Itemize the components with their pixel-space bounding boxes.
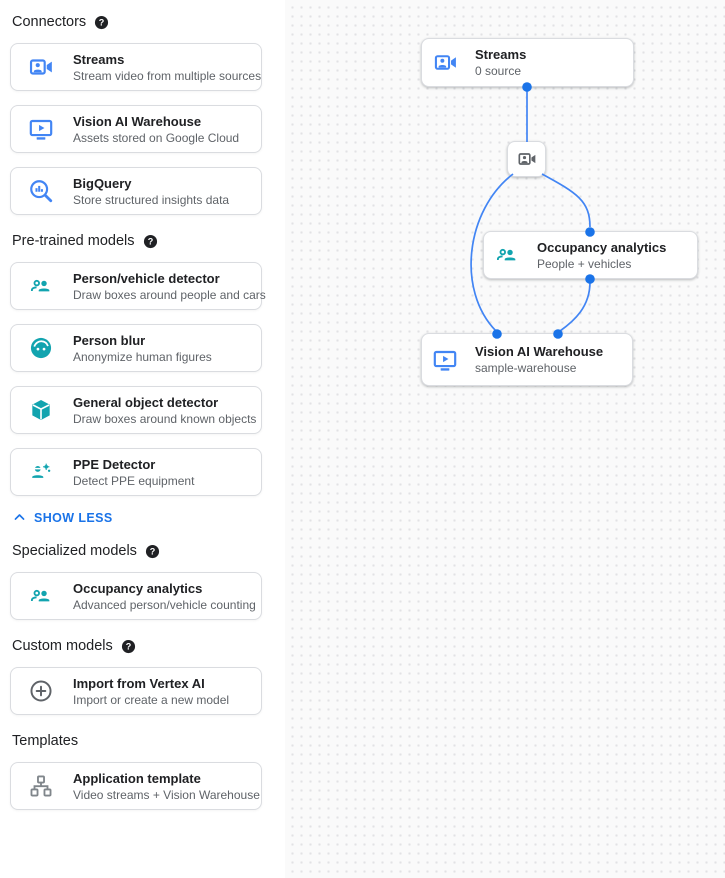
card-subtitle: Draw boxes around people and cars (73, 287, 266, 302)
help-icon[interactable] (143, 234, 158, 249)
section-title-specialized: Specialized models (12, 543, 262, 559)
card-title: General object detector (73, 394, 219, 410)
component-sidebar: Connectors Streams Stream video from mul… (0, 0, 285, 878)
card-title: Person blur (73, 332, 146, 348)
face-icon (28, 335, 54, 361)
section-title-label: Specialized models (12, 543, 137, 559)
model-card-ppe-detector[interactable]: PPE Detector Detect PPE equipment (10, 448, 262, 496)
graph-edges (470, 82, 595, 339)
help-icon[interactable] (121, 639, 136, 654)
section-title-label: Templates (12, 733, 79, 749)
section-title-label: Pre-trained models (12, 233, 135, 249)
model-card-import-vertex[interactable]: Import from Vertex AI Import or create a… (10, 667, 262, 715)
graph-node-stream-processor[interactable] (507, 141, 546, 177)
card-subtitle: Store structured insights data (73, 192, 230, 207)
monitor-play-icon (28, 116, 54, 142)
plus-circle-icon (28, 678, 54, 704)
edge-occupancy-to-warehouse (559, 281, 591, 332)
graph-node-occupancy[interactable]: Occupancy analytics People + vehicles (483, 231, 698, 279)
graph-node-streams[interactable]: Streams 0 source (421, 38, 634, 87)
tree-schema-icon (28, 773, 54, 799)
card-subtitle: Assets stored on Google Cloud (73, 130, 240, 145)
card-subtitle: Import or create a new model (73, 692, 230, 707)
connector-card-bigquery[interactable]: BigQuery Store structured insights data (10, 167, 262, 215)
model-card-person-vehicle[interactable]: Person/vehicle detector Draw boxes aroun… (10, 262, 266, 310)
card-title: Person/vehicle detector (73, 270, 220, 286)
card-subtitle: Anonymize human figures (73, 349, 212, 364)
chevron-up-icon (12, 510, 27, 525)
node-subtitle: sample-warehouse (475, 361, 577, 375)
people-icon (28, 583, 54, 609)
card-subtitle: Video streams + Vision Warehouse (73, 787, 260, 802)
people-icon (28, 273, 54, 299)
model-card-person-blur[interactable]: Person blur Anonymize human figures (10, 324, 262, 372)
connector-card-streams[interactable]: Streams Stream video from multiple sourc… (10, 43, 262, 91)
section-title-templates: Templates (12, 733, 262, 749)
show-less-button[interactable]: SHOW LESS (12, 510, 262, 525)
node-title: Streams (475, 47, 527, 62)
card-title: Import from Vertex AI (73, 675, 205, 691)
help-icon[interactable] (145, 544, 160, 559)
card-title: BigQuery (73, 175, 132, 191)
card-title: Application template (73, 770, 201, 786)
section-title-connectors: Connectors (12, 14, 262, 30)
connector-card-warehouse[interactable]: Vision AI Warehouse Assets stored on Goo… (10, 105, 262, 153)
people-icon (494, 242, 520, 268)
video-camera-icon (514, 146, 540, 172)
edge-processor-to-occupancy (541, 173, 591, 228)
card-subtitle: Draw boxes around known objects (73, 411, 257, 426)
card-subtitle: Advanced person/vehicle counting (73, 597, 256, 612)
monitor-play-icon (432, 347, 458, 373)
ppe-person-icon (28, 459, 54, 485)
help-icon[interactable] (94, 15, 109, 30)
cube-icon (28, 397, 54, 423)
card-title: Streams (73, 51, 125, 67)
model-card-object-detector[interactable]: General object detector Draw boxes aroun… (10, 386, 262, 434)
node-title: Vision AI Warehouse (475, 344, 604, 359)
node-subtitle: People + vehicles (537, 256, 632, 271)
video-camera-icon (28, 54, 54, 80)
bigquery-search-icon (28, 178, 54, 204)
template-card-application[interactable]: Application template Video streams + Vis… (10, 762, 262, 810)
video-camera-icon (432, 50, 458, 76)
model-card-occupancy[interactable]: Occupancy analytics Advanced person/vehi… (10, 572, 262, 620)
card-title: Vision AI Warehouse (73, 113, 202, 129)
section-title-pretrained: Pre-trained models (12, 233, 262, 249)
section-title-label: Connectors (12, 14, 87, 30)
card-title: PPE Detector (73, 456, 156, 472)
graph-node-warehouse[interactable]: Vision AI Warehouse sample-warehouse (421, 333, 633, 386)
card-subtitle: Stream video from multiple sources (73, 68, 262, 83)
card-subtitle: Detect PPE equipment (73, 473, 195, 488)
node-title: Occupancy analytics (537, 239, 667, 255)
graph-canvas[interactable]: Streams 0 source Occupancy analytics Peo… (285, 0, 725, 878)
section-title-label: Custom models (12, 638, 113, 654)
node-subtitle: 0 source (475, 64, 522, 78)
card-title: Occupancy analytics (73, 580, 203, 596)
section-title-custom: Custom models (12, 638, 262, 654)
show-less-label: SHOW LESS (34, 510, 113, 525)
